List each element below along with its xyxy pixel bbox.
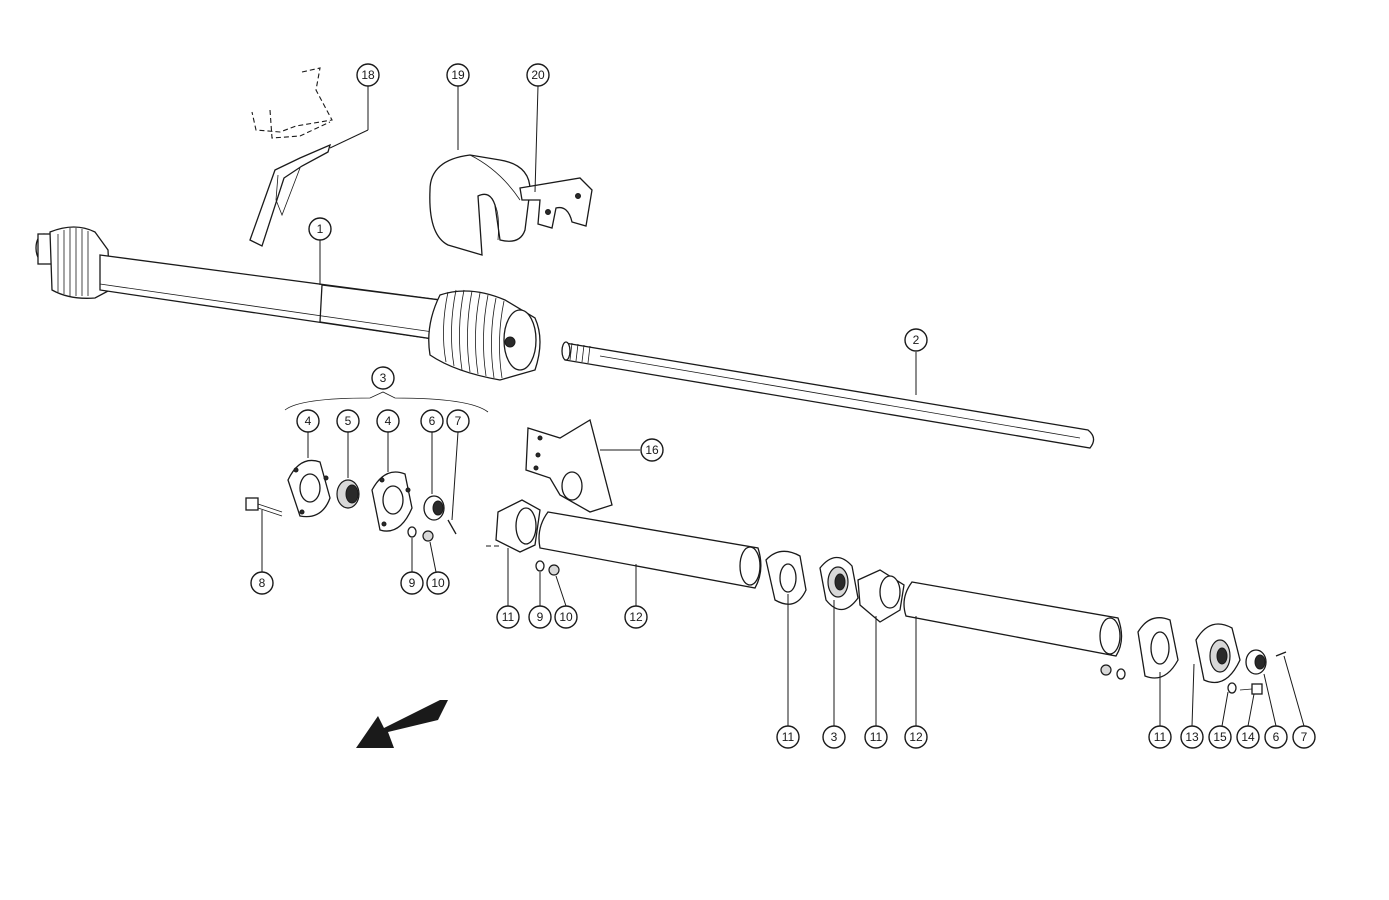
callout-11-a-label: 11: [502, 610, 515, 624]
callout-14-label: 14: [1241, 730, 1255, 744]
callout-9-left: 9: [400, 571, 424, 595]
callout-8-label: 8: [259, 576, 266, 590]
callout-9-mid-label: 9: [537, 610, 544, 624]
callout-3-mid: 3: [822, 725, 846, 749]
callout-13: 13: [1180, 725, 1204, 749]
callout-14: 14: [1236, 725, 1260, 749]
callout-1-label: 1: [317, 222, 324, 236]
callout-11-c: 11: [864, 725, 888, 749]
callout-3-mid-label: 3: [831, 730, 838, 744]
part-18-bracket: [249, 67, 333, 247]
direction-arrow-icon: [356, 700, 448, 748]
callout-7-right: 7: [1292, 725, 1316, 749]
callout-10-mid: 10: [554, 605, 578, 629]
callout-12-a: 12: [624, 605, 648, 629]
callout-15-label: 15: [1213, 730, 1227, 744]
callout-6-right-label: 6: [1273, 730, 1280, 744]
callout-10-left-label: 10: [431, 576, 445, 590]
tube-section-2: [903, 581, 1123, 657]
callout-13-label: 13: [1185, 730, 1199, 744]
callout-7-left: 7: [446, 409, 470, 433]
callout-2-label: 2: [913, 333, 920, 347]
callout-3-left-label: 3: [380, 371, 387, 385]
callout-11-b: 11: [776, 725, 800, 749]
callout-2: 2: [904, 328, 928, 352]
callout-4-right-label: 4: [385, 414, 392, 428]
callout-12-b-label: 12: [909, 730, 923, 744]
callout-11-b-label: 11: [782, 730, 795, 744]
callout-10-mid-label: 10: [559, 610, 573, 624]
part-19-guard: [429, 154, 531, 256]
bearing-group-middle: [765, 550, 905, 623]
callout-11-c-label: 11: [870, 730, 883, 744]
bearing-group-right: [1100, 617, 1287, 695]
callout-6-left: 6: [420, 409, 444, 433]
callout-7-right-label: 7: [1301, 730, 1308, 744]
callout-6-right: 6: [1264, 725, 1288, 749]
callout-20: 20: [526, 63, 550, 87]
callout-6-left-label: 6: [429, 414, 436, 428]
callout-3-left: 3: [371, 366, 395, 390]
callout-9-left-label: 9: [409, 576, 416, 590]
tube-section-1: [486, 499, 762, 589]
callout-19: 19: [446, 63, 470, 87]
part-16-mounting-plate: [525, 418, 613, 513]
part-2-splined-shaft: [561, 341, 1095, 449]
callout-4-left-label: 4: [305, 414, 312, 428]
callout-5-label: 5: [345, 414, 352, 428]
callout-11-d-label: 11: [1154, 730, 1167, 744]
part-1-pto-shaft: [35, 226, 541, 381]
part-20-clamp: [519, 177, 593, 229]
callout-5: 5: [336, 409, 360, 433]
callout-4-left: 4: [296, 409, 320, 433]
callout-16-label: 16: [645, 443, 659, 457]
callout-8: 8: [250, 571, 274, 595]
callout-10-left: 10: [426, 571, 450, 595]
callout-9-mid: 9: [528, 605, 552, 629]
bearing-group-left: [245, 391, 489, 542]
callout-4-right: 4: [376, 409, 400, 433]
callout-11-a: 11: [496, 605, 520, 629]
callout-20-label: 20: [531, 68, 545, 82]
callout-12-b: 12: [904, 725, 928, 749]
callout-18: 18: [356, 63, 380, 87]
callout-12-a-label: 12: [629, 610, 643, 624]
callout-15: 15: [1208, 725, 1232, 749]
callout-16: 16: [640, 438, 664, 462]
callout-1: 1: [308, 217, 332, 241]
leader-lines: [261, 85, 1305, 727]
callout-7-left-label: 7: [455, 414, 462, 428]
callout-18-label: 18: [361, 68, 375, 82]
part-8-bolt: [245, 497, 283, 517]
callout-11-d: 11: [1148, 725, 1172, 749]
callout-19-label: 19: [451, 68, 465, 82]
